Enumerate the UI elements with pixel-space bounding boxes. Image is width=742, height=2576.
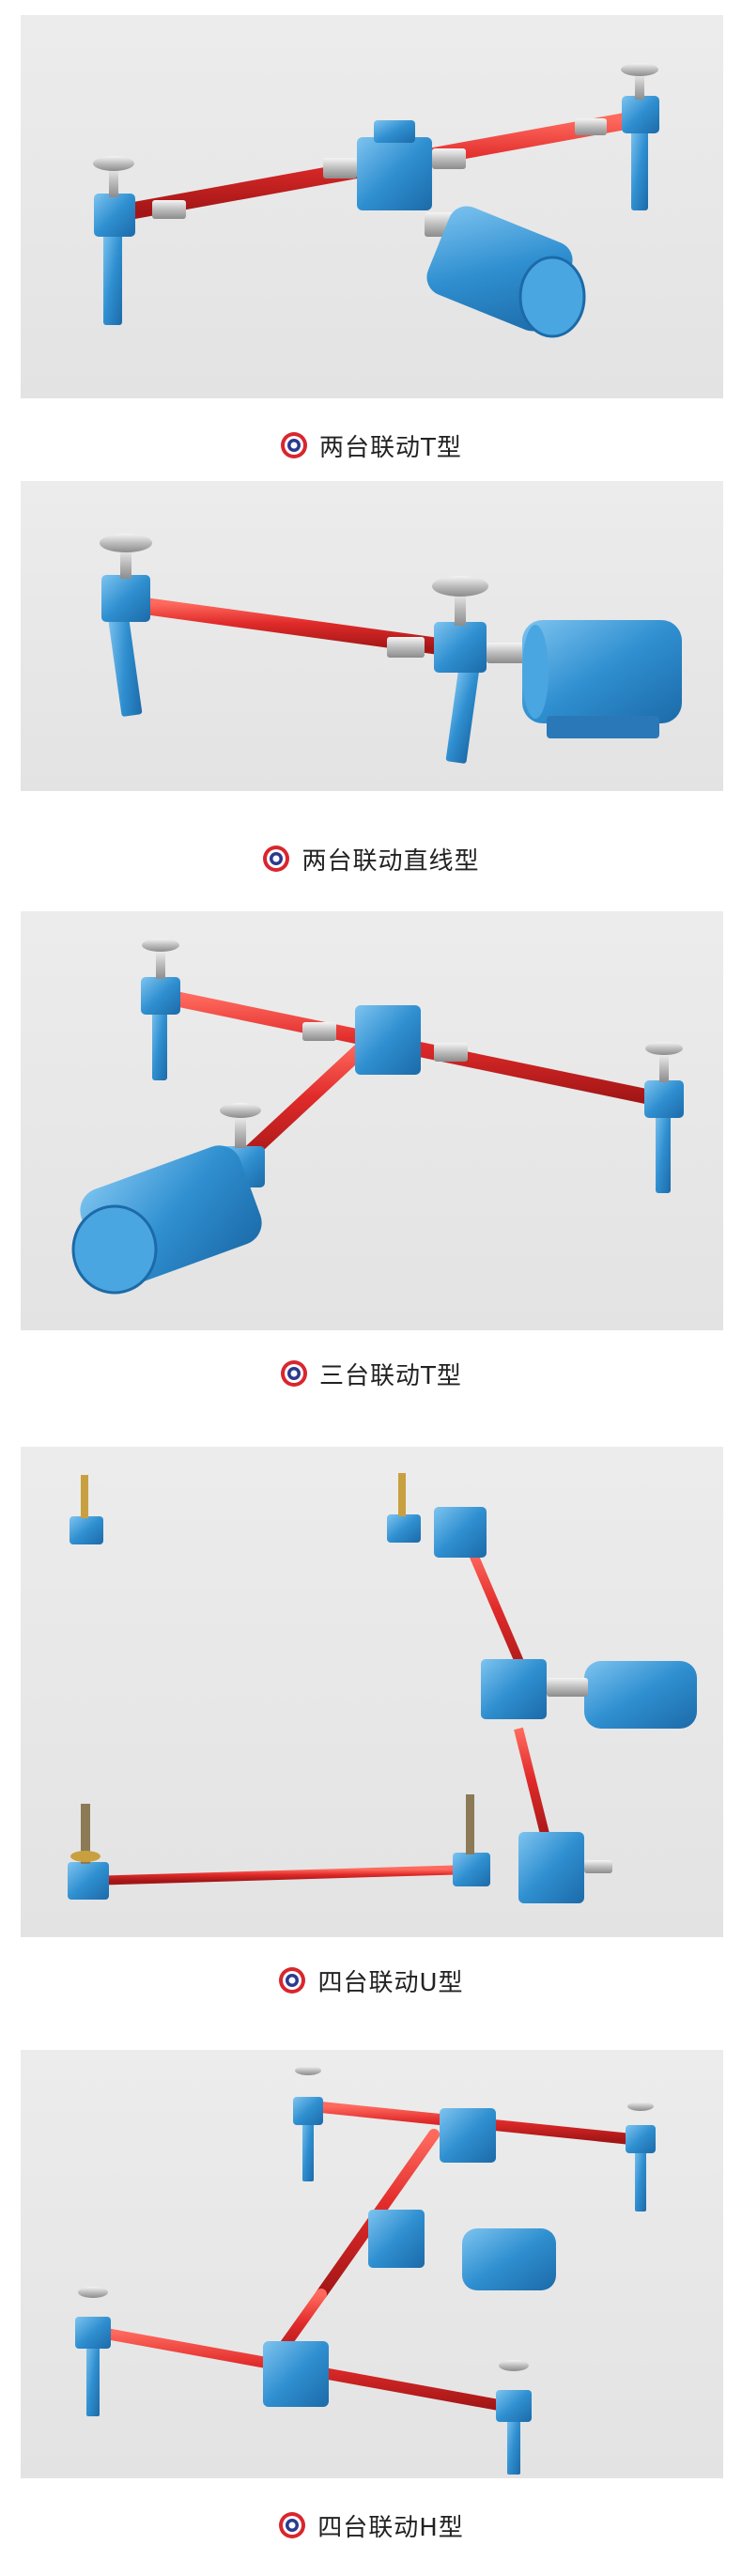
four-jack-h-type-illustration [21,2050,723,2478]
diagram-panel-1 [21,15,723,398]
diagram-panel-3 [21,911,723,1330]
diagram-panel-5 [21,2050,723,2478]
target-icon [278,2511,306,2539]
two-jack-linear-illustration [21,481,723,791]
section-caption-2: 两台联动直线型 [0,840,742,877]
caption-text: 两台联动T型 [319,428,462,463]
diagram-panel-2 [21,481,723,791]
target-icon [278,1966,306,1994]
diagram-panel-4 [21,1447,723,1937]
target-icon [280,1359,308,1388]
section-caption-4: 四台联动U型 [0,1962,742,1999]
caption-text: 四台联动H型 [317,2508,464,2543]
section-caption-3: 三台联动T型 [0,1355,742,1392]
target-icon [262,845,290,873]
three-jack-t-type-illustration [21,911,723,1330]
four-jack-u-type-illustration [21,1447,723,1937]
two-jack-t-type-illustration [21,15,723,398]
caption-text: 两台联动直线型 [301,842,479,877]
caption-text: 四台联动U型 [317,1963,463,1998]
target-icon [280,431,308,459]
caption-text: 三台联动T型 [319,1357,462,1391]
section-caption-5: 四台联动H型 [0,2506,742,2544]
section-caption-1: 两台联动T型 [0,427,742,464]
